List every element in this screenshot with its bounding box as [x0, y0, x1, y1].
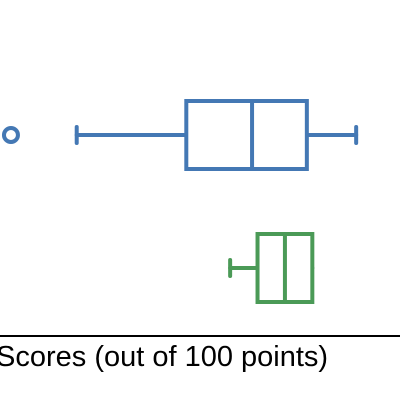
series-1-outlier-1 — [1, 126, 20, 144]
series-1-iqr-box — [184, 99, 309, 171]
x-axis-title: Scores (out of 100 points) — [0, 341, 328, 373]
series-layer — [1, 99, 359, 304]
